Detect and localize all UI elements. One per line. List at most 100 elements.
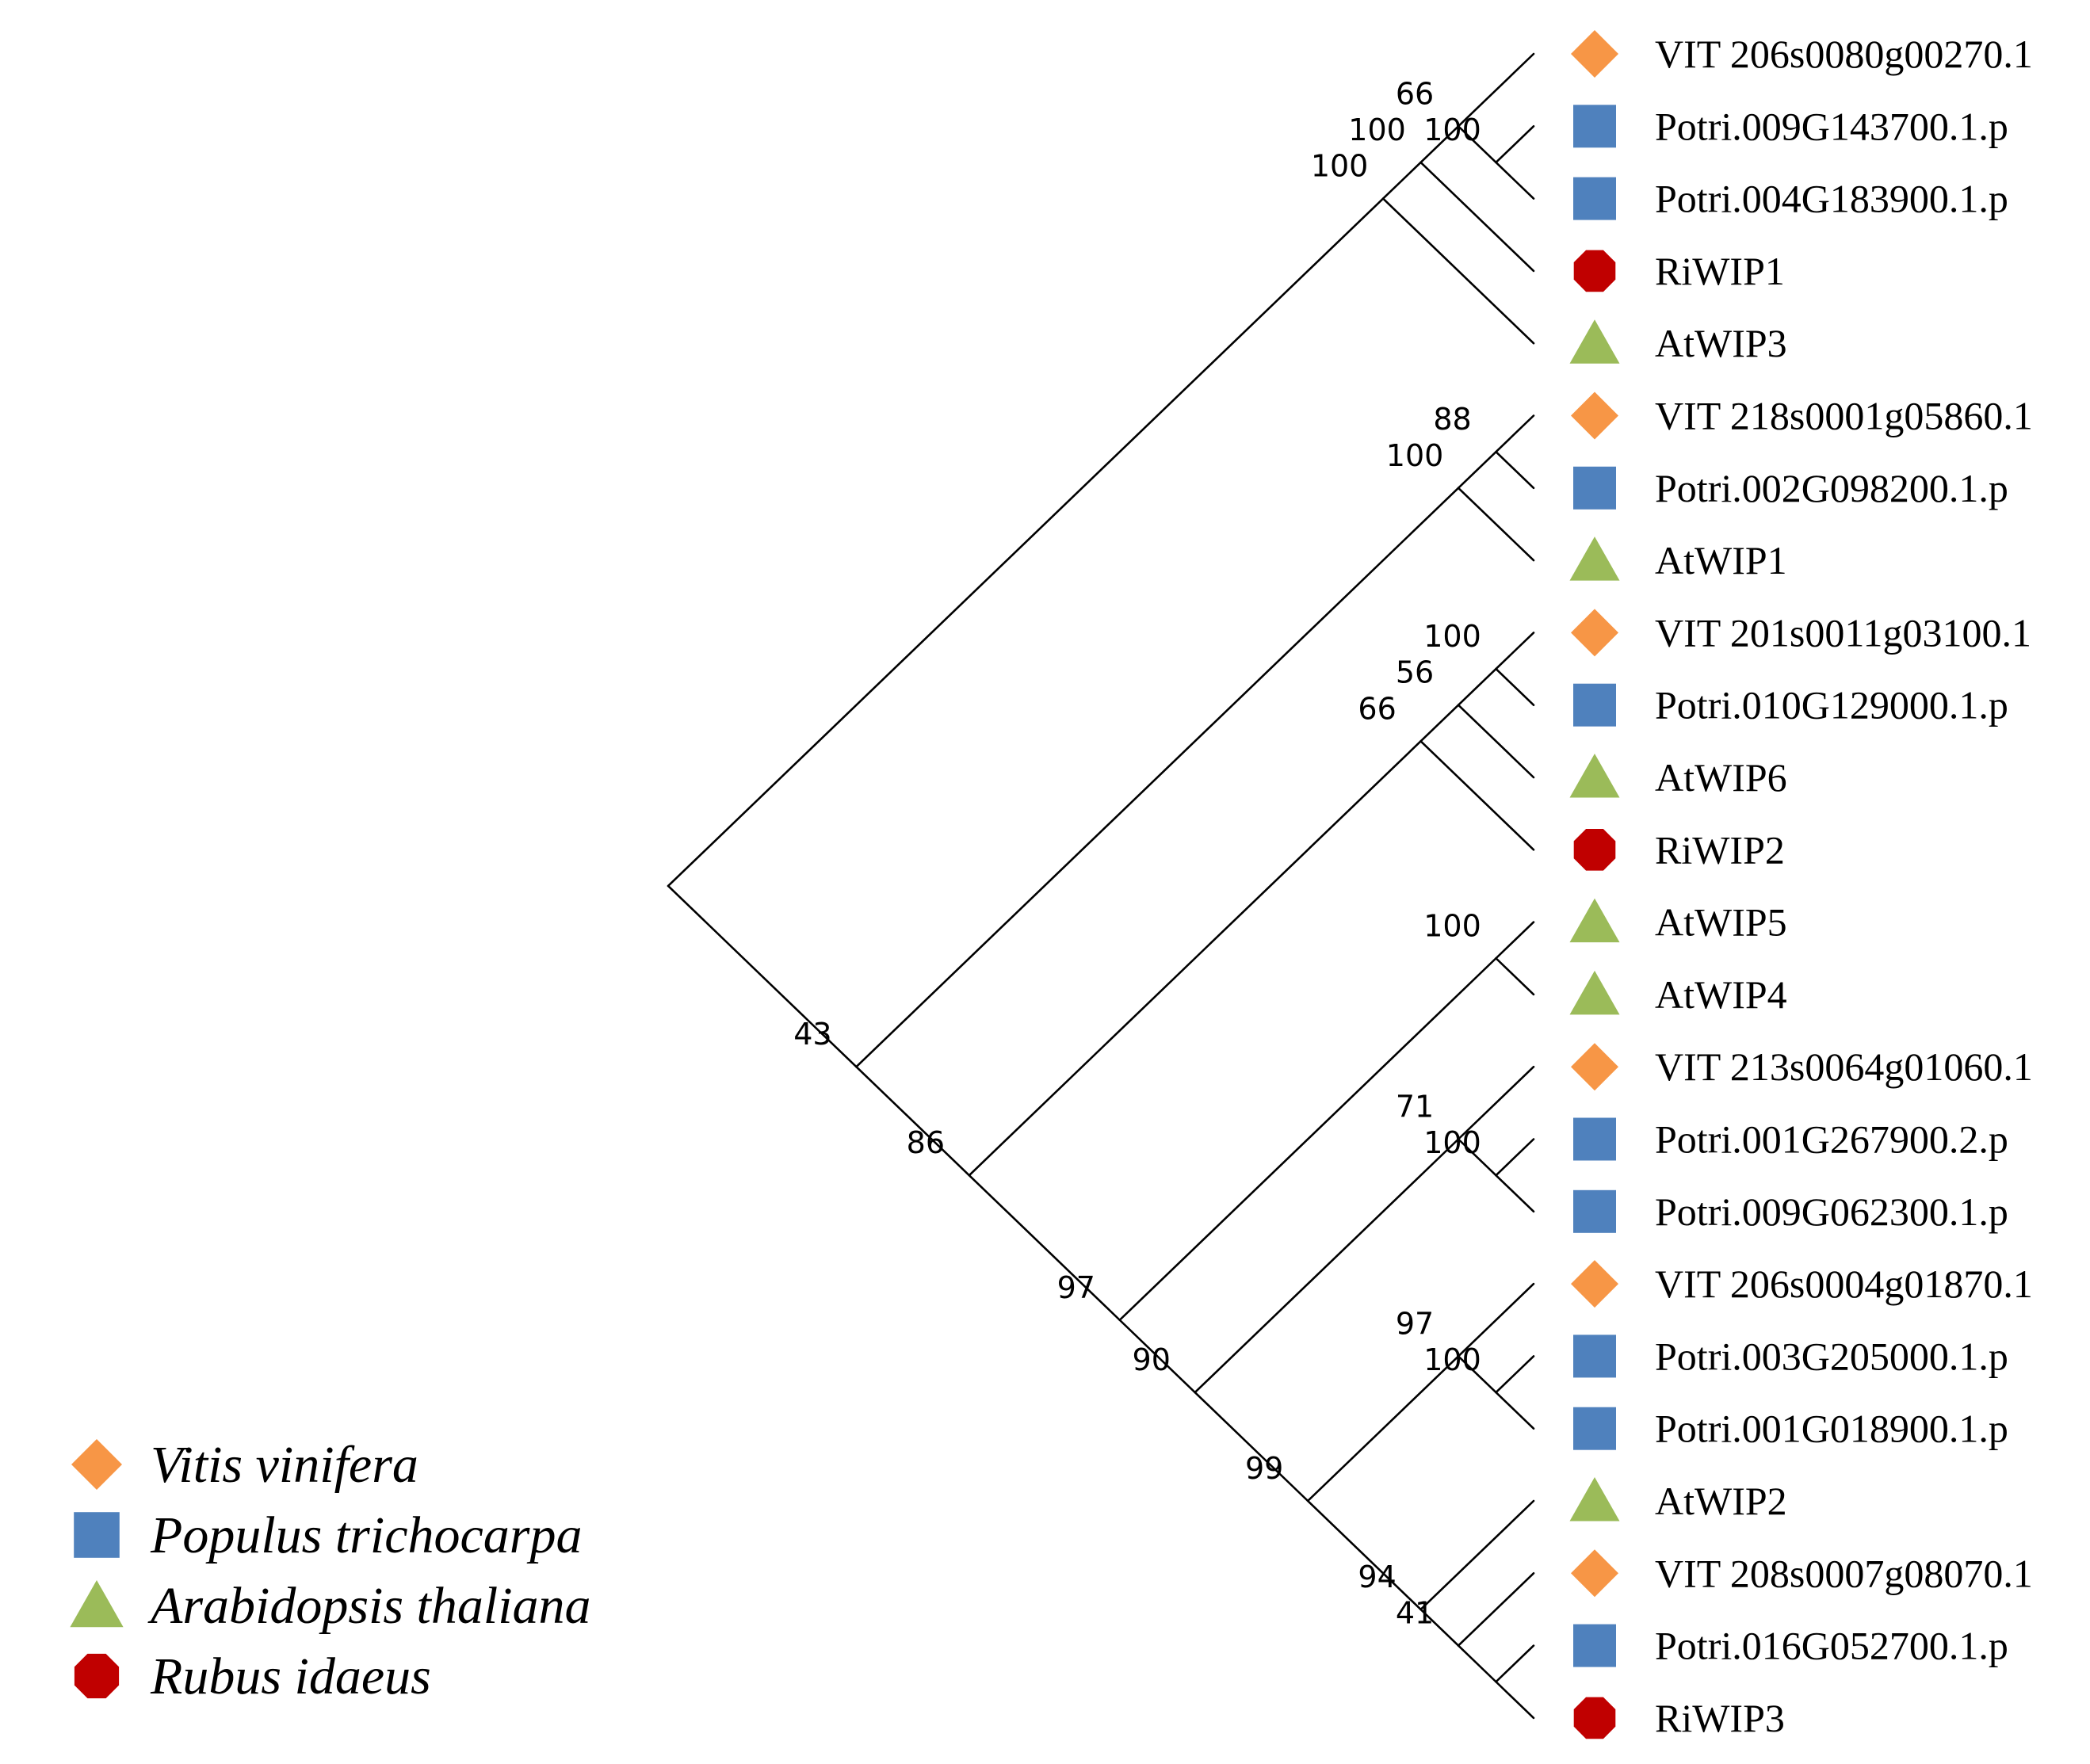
- bootstrap-label: 100: [1348, 113, 1406, 147]
- bootstrap-label: 86: [907, 1125, 945, 1160]
- tree-branch: [1495, 667, 1535, 707]
- bootstrap-label: 97: [1057, 1270, 1095, 1305]
- tree-branch: [1457, 450, 1497, 490]
- tree-branch: [667, 884, 858, 1068]
- taxon-label-potri-010g129000-1-p: Potri.010G129000.1.p: [1655, 683, 2008, 727]
- taxon-label-riwip1: RiWIP1: [1655, 249, 1785, 293]
- taxon-label-potri-002g098200-1-p: Potri.002G098200.1.p: [1655, 466, 2008, 510]
- legend-diamond-icon: [71, 1439, 122, 1490]
- square-marker-icon: [1573, 105, 1616, 148]
- square-marker-icon: [1573, 1334, 1616, 1378]
- tree-branch: [1419, 125, 1460, 164]
- bootstrap-label: 56: [1396, 655, 1434, 690]
- tree-branch: [1457, 1644, 1497, 1683]
- bootstrap-label: 66: [1358, 691, 1396, 726]
- taxon-label-vit-213s0064g01060-1: VIT 213s0064g01060.1: [1655, 1044, 2033, 1089]
- tree-branch: [1495, 1138, 1535, 1177]
- taxon-label-vit-208s0007g08070-1: VIT 208s0007g08070.1: [1655, 1551, 2033, 1595]
- bootstrap-label: 71: [1396, 1090, 1434, 1124]
- octagon-marker-icon: [1573, 829, 1616, 871]
- bootstrap-label: 97: [1396, 1306, 1434, 1341]
- tree-branch: [1457, 667, 1497, 707]
- taxon-label-potri-001g018900-1-p: Potri.001G018900.1.p: [1655, 1407, 2008, 1451]
- tree-branch: [1495, 1355, 1535, 1394]
- legend-label-populus-trichocarpa: Populus trichocarpa: [150, 1506, 582, 1564]
- taxon-label-atwip3: AtWIP3: [1655, 321, 1787, 365]
- diamond-marker-icon: [1571, 1549, 1618, 1598]
- taxon-label-atwip4: AtWIP4: [1655, 972, 1787, 1017]
- square-marker-icon: [1573, 1407, 1616, 1450]
- bootstrap-label: 43: [793, 1017, 831, 1052]
- tree-branch: [1457, 1282, 1535, 1357]
- tree-branch: [1457, 487, 1535, 562]
- triangle-marker-icon: [1569, 898, 1620, 943]
- square-marker-icon: [1573, 683, 1616, 727]
- bootstrap-label: 88: [1433, 402, 1471, 437]
- tree-branch: [1495, 632, 1535, 670]
- taxon-label-riwip3: RiWIP3: [1655, 1696, 1785, 1740]
- bootstrap-label: 41: [1396, 1596, 1434, 1631]
- legend-label-rubus-idaeus: Rubus idaeus: [150, 1648, 431, 1705]
- taxon-label-potri-016g052700-1-p: Potri.016G052700.1.p: [1655, 1624, 2008, 1668]
- bootstrap-label: 66: [1396, 76, 1434, 111]
- diamond-marker-icon: [1571, 609, 1618, 657]
- tree-branch: [1118, 1319, 1197, 1394]
- tree-branch: [1495, 414, 1535, 453]
- taxon-label-potri-003g205000-1-p: Potri.003G205000.1.p: [1655, 1334, 2008, 1378]
- tree-branches: [667, 52, 1535, 1720]
- tree-branch: [1419, 1499, 1535, 1611]
- tree-branch: [1495, 921, 1535, 960]
- taxon-label-vit-206s0080g00270-1: VIT 206s0080g00270.1: [1655, 32, 2033, 76]
- bootstrap-label: 100: [1423, 1342, 1481, 1377]
- triangle-marker-icon: [1569, 1477, 1620, 1522]
- taxon-label-potri-009g062300-1-p: Potri.009G062300.1.p: [1655, 1189, 2008, 1234]
- tree-branch: [1306, 1355, 1460, 1502]
- tree-branch: [1457, 1572, 1535, 1647]
- diamond-marker-icon: [1571, 1260, 1618, 1308]
- tree-branch: [855, 487, 1460, 1068]
- taxon-label-atwip5: AtWIP5: [1655, 900, 1787, 945]
- tree-branch: [1495, 1391, 1535, 1430]
- tree-branch: [1495, 1680, 1535, 1720]
- square-marker-icon: [1573, 1117, 1616, 1161]
- legend-label-vitis-vinifera: Vitis vinifera: [151, 1436, 418, 1494]
- tree-branch: [1457, 125, 1497, 164]
- legend-octagon-icon: [74, 1653, 120, 1699]
- tree-branch: [968, 740, 1422, 1177]
- bootstrap-label: 94: [1358, 1560, 1396, 1594]
- square-marker-icon: [1573, 466, 1616, 510]
- tree-branch: [968, 1174, 1121, 1322]
- legend-label-arabidopsis-thaliana: Arabidopsis thaliana: [147, 1577, 591, 1635]
- bootstrap-label: 99: [1245, 1451, 1283, 1486]
- bootstrap-values: 1001006610043100888666561009710090711009…: [793, 76, 1481, 1630]
- taxon-label-atwip2: AtWIP2: [1655, 1479, 1787, 1523]
- diamond-marker-icon: [1571, 391, 1618, 440]
- tree-branch: [1457, 1065, 1535, 1140]
- tree-branch: [1457, 1355, 1497, 1394]
- square-marker-icon: [1573, 1624, 1616, 1667]
- legend-square-icon: [74, 1512, 120, 1558]
- tree-branch: [1306, 1499, 1422, 1611]
- triangle-marker-icon: [1569, 970, 1620, 1015]
- bootstrap-label: 100: [1423, 908, 1481, 943]
- tree-branch: [1381, 161, 1422, 200]
- octagon-marker-icon: [1573, 1697, 1616, 1739]
- taxon-label-potri-009g143700-1-p: Potri.009G143700.1.p: [1655, 104, 2008, 148]
- triangle-marker-icon: [1569, 536, 1620, 581]
- diamond-marker-icon: [1571, 1043, 1618, 1091]
- taxon-label-riwip2: RiWIP2: [1655, 827, 1785, 872]
- taxon-label-potri-001g267900-2-p: Potri.001G267900.2.p: [1655, 1117, 2008, 1162]
- tree-branch: [1495, 1174, 1535, 1213]
- bootstrap-label: 100: [1386, 438, 1444, 473]
- taxon-label-vit-218s0001g05860-1: VIT 218s0001g05860.1: [1655, 394, 2033, 438]
- octagon-marker-icon: [1573, 250, 1616, 292]
- tree-branch: [1495, 161, 1535, 200]
- bootstrap-label: 100: [1423, 113, 1481, 147]
- triangle-marker-icon: [1569, 754, 1620, 798]
- taxon-label-vit-201s0011g03100-1: VIT 201s0011g03100.1: [1655, 610, 2031, 655]
- taxon-label-vit-206s0004g01870-1: VIT 206s0004g01870.1: [1655, 1262, 2033, 1306]
- tree-branch: [1495, 125, 1535, 164]
- tree-branch: [1118, 956, 1497, 1322]
